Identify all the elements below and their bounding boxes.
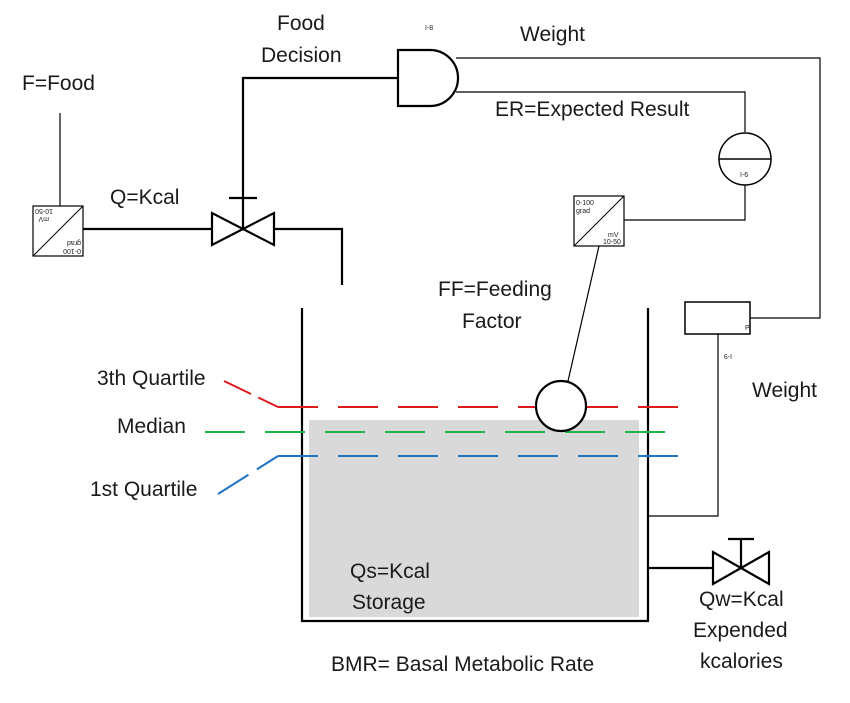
first-quartile-leader [217,455,279,495]
food-decision-label-line2: Decision [261,44,342,67]
right-transmitter-range: 0-100 [576,200,594,207]
qw-label-line3: kcalories [700,650,783,673]
supply-pipe-right [274,227,344,285]
storage-tank [300,308,650,623]
storage-fill [309,420,639,617]
indicator-tag: I-6 [740,172,748,179]
third-quartile-leader [223,380,279,408]
expected-result-line [456,91,746,132]
storage-label-line2: Storage [352,591,426,614]
weight-top-label: Weight [520,23,585,46]
food-decision-label-line1: Food [277,12,325,35]
q-kcal-label: Q=Kcal [110,186,179,209]
feeding-factor-label-line1: FF=Feeding [438,278,552,301]
left-transmitter-out-unit: mV [38,215,49,222]
right-transmitter-unit: grad [576,208,590,215]
qw-label-line2: Expended [693,619,788,642]
left-transmitter-unit: grad [67,239,81,246]
control-valve [210,196,276,247]
food-label: F=Food [22,72,95,95]
storage-label-line1: Qs=Kcal [350,560,430,583]
qw-label-line1: Qw=Kcal [699,588,784,611]
weight-sensor-p-tag: P [745,325,750,332]
float-to-transmitter-line [567,245,600,382]
indicator-to-transmitter-line [624,185,746,221]
outlet-valve [711,537,771,586]
right-transmitter-out-unit: mV [608,232,619,239]
and-gate [396,48,460,108]
expected-result-label: ER=Expected Result [495,98,690,121]
left-transmitter-out-range: 10-50 [35,207,53,214]
weight-sensor-tag: I-9 [724,352,732,359]
weight-signal-line [456,57,821,319]
third-quartile-label: 3th Quartile [97,367,206,390]
left-transmitter: 0-100 grad mV 10-50 [32,205,84,257]
feeding-factor-label-line2: Factor [462,310,522,333]
median-label: Median [117,415,186,438]
weight-right-label: Weight [752,379,817,402]
left-transmitter-range: 0-100 [63,247,81,254]
float-ball [534,379,588,433]
bmr-label: BMR= Basal Metabolic Rate [331,653,594,676]
and-gate-tag: I-8 [425,25,433,32]
right-transmitter-out-range: 10-50 [603,239,621,246]
weight-sensor [684,301,751,335]
first-quartile-label: 1st Quartile [90,478,197,501]
right-transmitter: 0-100 grad mV 10-50 [573,195,625,247]
decision-signal-line [241,76,398,198]
weight-sensor-to-tank-line [648,334,719,517]
